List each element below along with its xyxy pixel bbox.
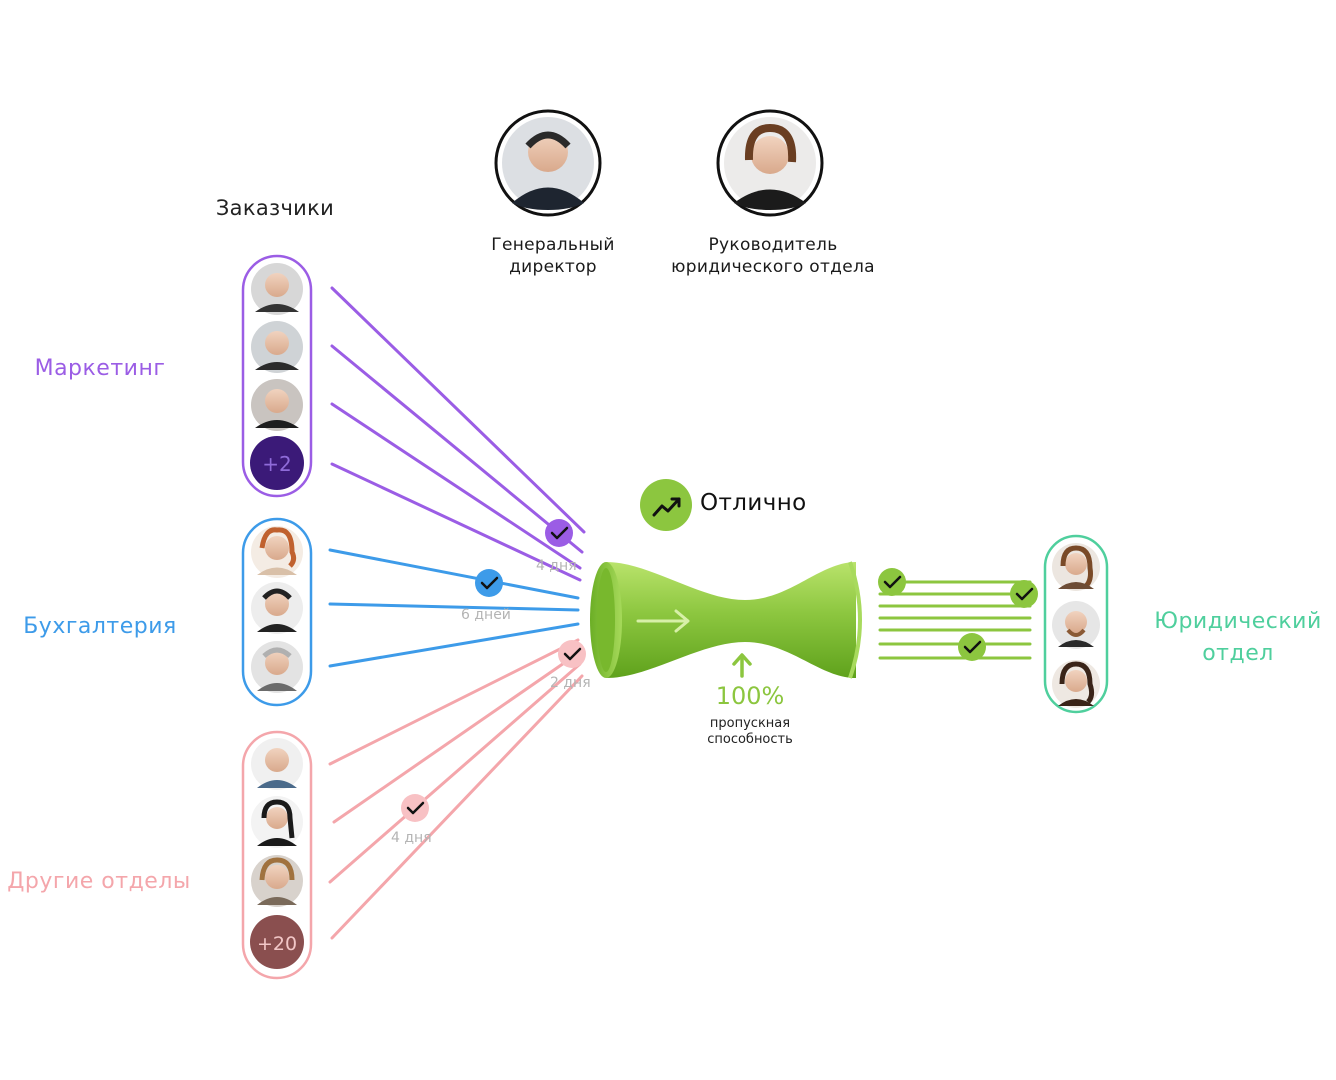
avatar <box>251 796 303 848</box>
dept-other-label: Другие отделы <box>7 869 191 894</box>
avatar <box>251 379 303 431</box>
check-icon <box>558 640 586 668</box>
marketing-group <box>241 254 313 498</box>
avatar <box>251 321 303 373</box>
trending-up-icon <box>640 479 692 531</box>
throughput-label: пропускная способность <box>707 716 793 747</box>
legal-head-role: Руководитель юридического отдела <box>650 234 896 278</box>
avatar <box>1052 660 1100 708</box>
avatar <box>251 263 303 315</box>
marketing-more-badge[interactable] <box>250 436 304 490</box>
accounting-duration: 6 дней <box>461 607 511 623</box>
legal-head-role-line2: юридического отдела <box>671 257 875 277</box>
dept-accounting-label: Бухгалтерия <box>23 614 177 639</box>
ceo-role-line2: директор <box>509 257 597 277</box>
other-lines <box>328 638 584 940</box>
accounting-lines <box>328 548 580 668</box>
arrow-right-icon <box>636 609 690 633</box>
other-duration-far: 4 дня <box>391 830 432 846</box>
check-icon <box>475 569 503 597</box>
other-duration-near: 2 дня <box>550 675 591 691</box>
dept-marketing-label: Маркетинг <box>34 356 166 381</box>
arrow-up-icon <box>732 653 752 678</box>
throughput-value: 100% <box>715 682 785 710</box>
legal-lines <box>878 580 1032 660</box>
avatar <box>1052 543 1100 591</box>
check-icon <box>878 568 906 596</box>
marketing-more-label: +2 <box>262 452 291 476</box>
avatar <box>1052 601 1100 649</box>
dept-legal-label: Юридический отдел <box>1154 609 1322 666</box>
marketing-duration: 4 дня <box>536 558 577 574</box>
check-icon <box>545 519 573 547</box>
ceo-role-line1: Генеральный <box>491 235 615 255</box>
check-badges <box>401 519 1038 822</box>
ceo-avatar <box>494 109 602 217</box>
check-icon <box>958 633 986 661</box>
avatar <box>251 641 303 693</box>
legal-head-avatar <box>716 109 824 217</box>
avatar <box>251 526 303 578</box>
marketing-lines <box>330 286 586 582</box>
customers-title: Заказчики <box>215 196 335 220</box>
throughput-funnel <box>590 561 862 679</box>
ceo-role: Генеральный директор <box>470 234 636 278</box>
avatars <box>250 109 1100 969</box>
check-icon <box>1010 580 1038 608</box>
legal-head-role-line1: Руководитель <box>708 235 838 255</box>
other-more-label: +20 <box>257 933 297 955</box>
avatar <box>251 582 303 634</box>
other-more-badge[interactable] <box>250 915 304 969</box>
avatar <box>251 738 303 790</box>
check-icon <box>401 794 429 822</box>
status-label: Отлично <box>700 490 807 516</box>
avatar <box>251 855 303 907</box>
